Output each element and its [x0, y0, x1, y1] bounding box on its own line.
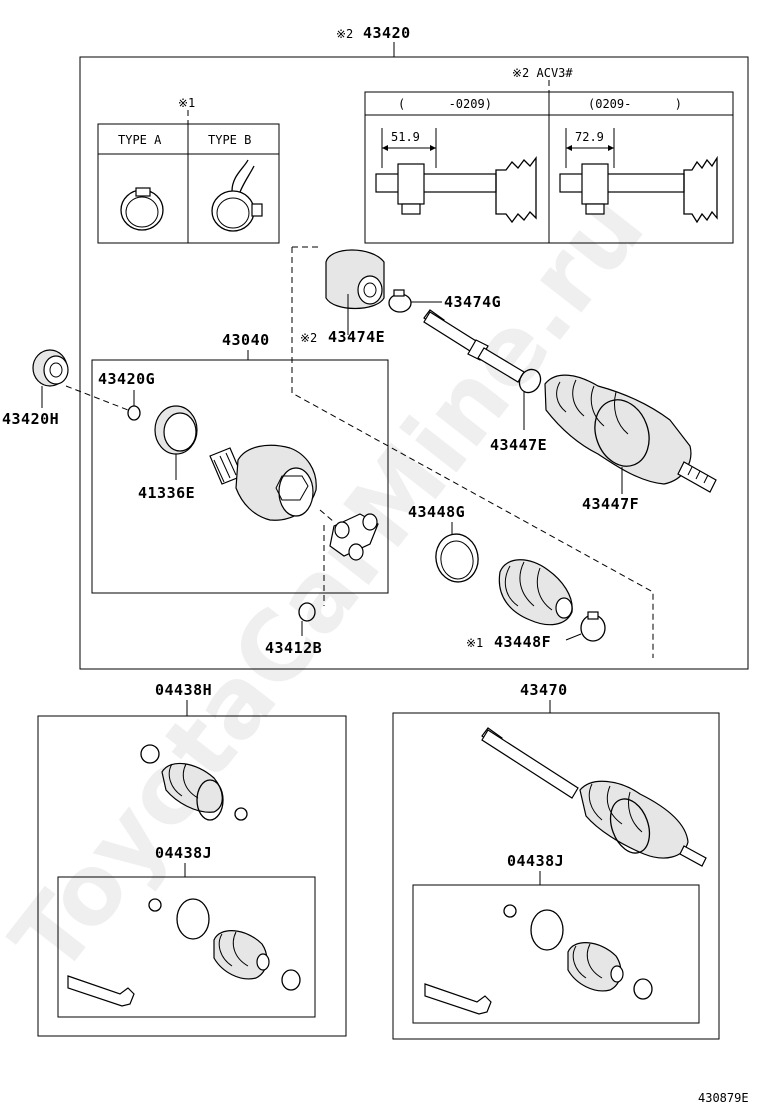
clamp-type-b-drawing [211, 159, 263, 232]
variant-right-drawing: 72.9 [559, 128, 718, 224]
variant-left-dimension: 51.9 [391, 130, 420, 144]
label-43412B[interactable]: 43412B [265, 639, 322, 657]
diagram-code: 430879E [698, 1091, 749, 1105]
part-tripod [319, 509, 379, 561]
label-04438H[interactable]: 04438H [155, 681, 212, 699]
label-43447E[interactable]: 43447E [490, 436, 547, 454]
label-43420H[interactable]: 43420H [2, 410, 59, 428]
label-43448F[interactable]: 43448F [494, 633, 551, 651]
inner-joint-box: 43040 43420G 41336E [91, 331, 389, 594]
variant-col-right-header: (0209- ) [588, 97, 682, 111]
label-04438J-right[interactable]: 04438J [507, 852, 564, 870]
main-driveshaft: 43447E 43447F [423, 309, 717, 513]
part-inner-boot [498, 559, 573, 626]
label-43420G[interactable]: 43420G [98, 370, 155, 388]
main-assembly-frame [79, 56, 749, 670]
part-43420H: 43420H [2, 349, 129, 428]
label-43474E-mark: ※2 [300, 331, 317, 345]
label-43474G[interactable]: 43474G [444, 293, 501, 311]
variant-col-left-header: ( -0209) [398, 97, 492, 111]
part-41336E: 41336E [138, 405, 198, 502]
main-assembly-label[interactable]: 43420 [363, 24, 411, 42]
part-43420G-ring [127, 405, 141, 421]
clamp-types-table: ※1 TYPE A TYPE B [97, 96, 280, 244]
label-43448G[interactable]: 43448G [408, 503, 465, 521]
label-43448F-mark: ※1 [466, 636, 483, 650]
main-assembly: ※2 43420 [79, 24, 749, 670]
variant-left-drawing: 51.9 [375, 128, 537, 224]
group-outline-dash [291, 247, 654, 658]
kit-43470: 43470 04438J [392, 681, 720, 1040]
kit-04438H: 04438H 04438J [37, 681, 347, 1037]
part-43448F: ※1 43448F [466, 611, 606, 651]
clamp-types-note: ※1 [178, 96, 195, 110]
part-43474E: ※2 43474E [300, 249, 385, 346]
variant-note: ※2 ACV3# [512, 66, 573, 80]
label-43447F[interactable]: 43447F [582, 495, 639, 513]
main-assembly-note: ※2 [336, 27, 353, 41]
label-04438J-left[interactable]: 04438J [155, 844, 212, 862]
part-43448G: 43448G [408, 503, 479, 583]
part-43412B: 43412B [265, 525, 325, 657]
label-41336E[interactable]: 41336E [138, 484, 195, 502]
variant-right-dimension: 72.9 [575, 130, 604, 144]
clamp-type-a-label: TYPE A [118, 133, 162, 147]
clamp-type-a-drawing [120, 187, 164, 231]
part-43474G: 43474G [388, 289, 501, 313]
label-43474E[interactable]: 43474E [328, 328, 385, 346]
label-43470[interactable]: 43470 [520, 681, 568, 699]
clamp-type-b-label: TYPE B [208, 133, 251, 147]
label-43040[interactable]: 43040 [222, 331, 270, 349]
part-inner-housing [209, 444, 317, 521]
variant-table: ※2 ACV3# ( -0209) (0209- ) 51.9 [364, 66, 734, 244]
